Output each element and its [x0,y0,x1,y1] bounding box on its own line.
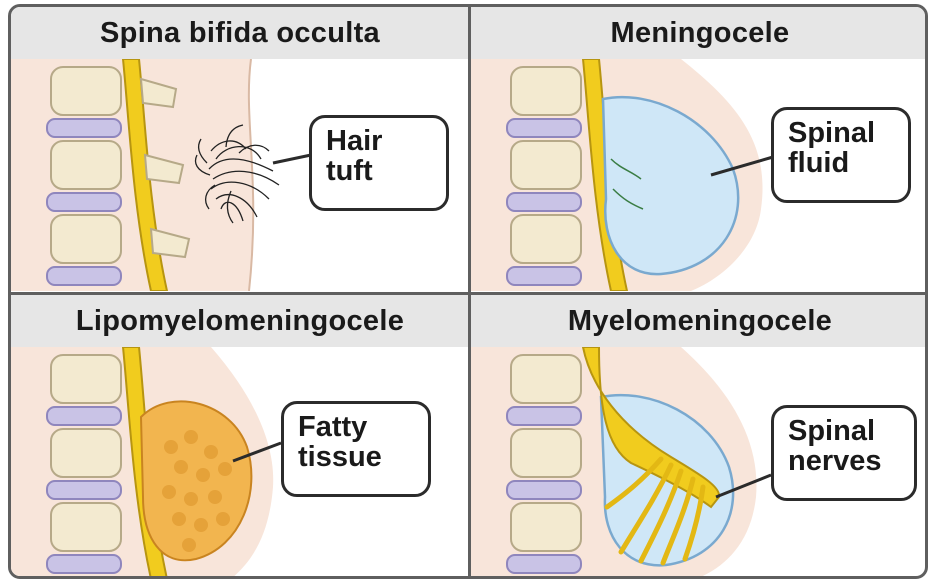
callout-line-2: nerves [788,446,900,476]
panel-lipomyelomeningocele: Lipomyelomeningocele [11,295,469,579]
panel-title: Lipomyelomeningocele [11,295,469,347]
callout-fatty-tissue: Fatty tissue [281,401,431,497]
panel-title: Meningocele [471,7,928,59]
callout-spinal-nerves: Spinal nerves [771,405,917,501]
callout-line-1: Fatty [298,412,414,442]
callout-hair-tuft: Hair tuft [309,115,449,211]
callout-spinal-fluid: Spinal fluid [771,107,911,203]
panel-title: Myelomeningocele [471,295,928,347]
panel-spina-bifida-occulta: Spina bifida occulta [11,7,469,291]
panel-myelomeningocele: Myelomeningocele [471,295,928,579]
callout-line-2: fluid [788,148,894,178]
callout-line-1: Hair [326,126,432,156]
horizontal-divider [11,292,925,295]
callout-line-2: tissue [298,442,414,472]
diagram-frame: Spina bifida occulta [8,4,928,579]
callout-line-1: Spinal [788,118,894,148]
panel-title: Spina bifida occulta [11,7,469,59]
callout-line-2: tuft [326,156,432,186]
callout-line-1: Spinal [788,416,900,446]
panel-meningocele: Meningocele Spin [471,7,928,291]
